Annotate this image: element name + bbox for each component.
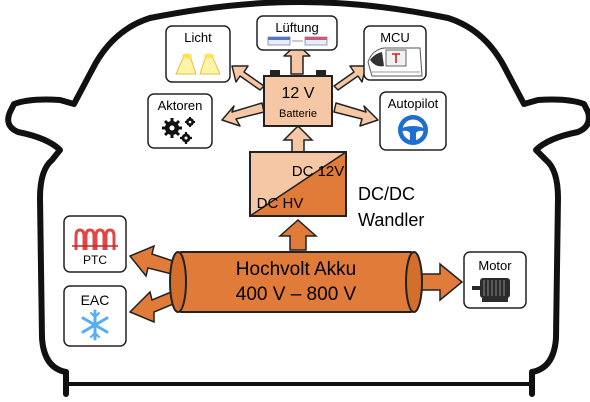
battery-12v: 12 V Batterie	[263, 70, 333, 127]
autopilot-label: Autopilot	[388, 96, 439, 111]
arrow-hv-to-ptc	[128, 244, 177, 278]
hv-battery-label: Hochvolt Akku	[236, 259, 356, 280]
ptc-box: PTC	[63, 215, 127, 273]
heater-coil-icon	[72, 228, 118, 250]
hv-battery: Hochvolt Akku 400 V – 800 V	[169, 251, 423, 313]
autopilot-box: Autopilot	[379, 91, 447, 151]
licht-label: Licht	[184, 30, 212, 45]
battery-12v-label: 12 V	[282, 85, 315, 102]
lueftung-box: Lüftung	[256, 15, 338, 51]
arrow-to-licht	[231, 65, 265, 91]
arrow-to-mcu	[333, 65, 367, 91]
electric-motor-icon	[472, 278, 510, 302]
arrow-dcdc-to-battery	[282, 124, 314, 153]
mcu-box: MCU	[363, 25, 427, 81]
air-vent-icon	[267, 36, 328, 46]
dcdc-title-line1: DC/DC	[358, 184, 415, 204]
arrow-to-aktoren	[221, 102, 265, 127]
lueftung-label: Lüftung	[275, 20, 318, 35]
motor-label: Motor	[478, 258, 512, 273]
licht-box: Licht	[165, 25, 231, 83]
car-outline	[5, 0, 590, 397]
motor-box: Motor	[463, 251, 527, 309]
eac-box: EAC	[63, 285, 127, 347]
arrow-hv-to-dcdc	[278, 218, 318, 251]
dcdc-top-label: DC 12V	[292, 163, 345, 180]
arrow-to-autopilot	[333, 102, 379, 127]
ptc-label: PTC	[83, 253, 107, 267]
aktoren-box: Aktoren	[147, 93, 213, 149]
headlight-icon	[175, 53, 221, 75]
steering-wheel-icon	[398, 115, 428, 145]
mcu-label: MCU	[380, 30, 410, 45]
battery-12v-sublabel: Batterie	[279, 108, 317, 120]
dashboard-screen-icon	[367, 47, 423, 77]
dcdc-converter: DC 12V DC HV	[249, 151, 347, 217]
battery-output-arrows	[221, 43, 379, 127]
gears-icon	[162, 117, 195, 144]
dcdc-title-line2: Wandler	[358, 210, 424, 230]
hv-battery-voltage: 400 V – 800 V	[236, 284, 357, 305]
eac-label: EAC	[81, 292, 110, 308]
dcdc-bottom-label: DC HV	[257, 195, 304, 212]
snowflake-icon	[81, 309, 109, 341]
aktoren-label: Aktoren	[158, 98, 203, 113]
